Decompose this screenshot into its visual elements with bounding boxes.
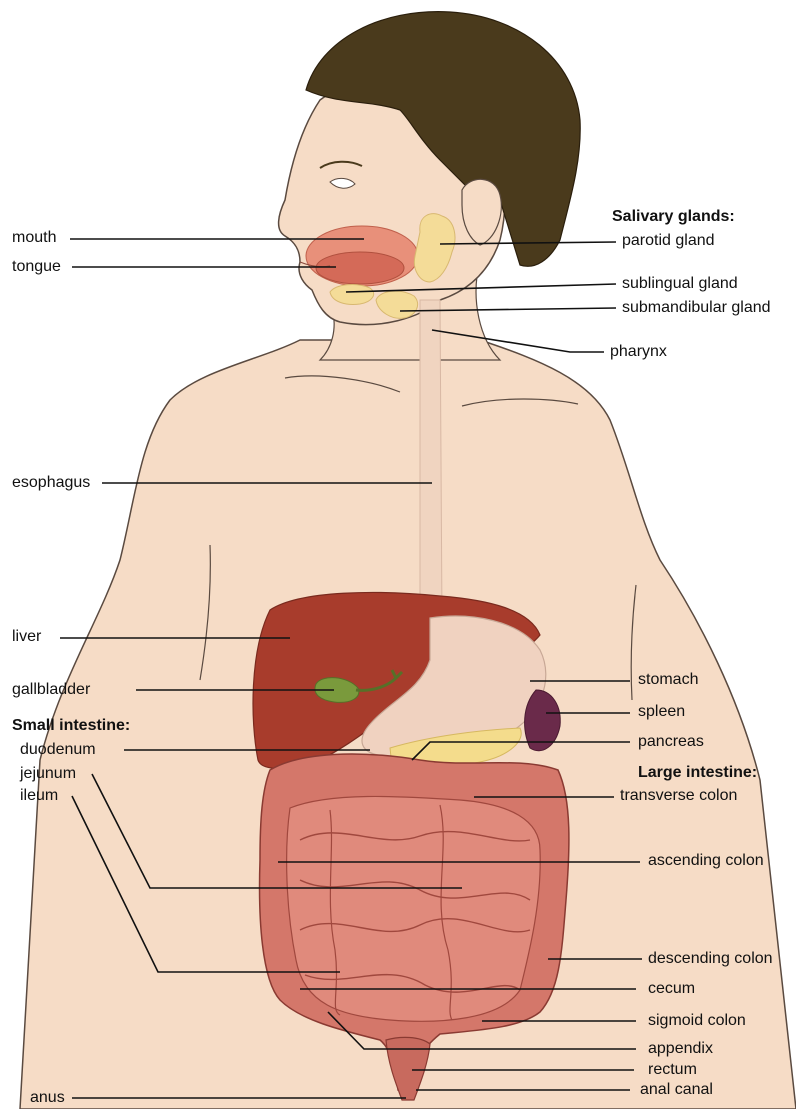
label-descending-colon: descending colon <box>648 950 773 968</box>
header-small-intestine: Small intestine: <box>12 717 130 735</box>
esophagus-tube <box>420 300 442 620</box>
label-liver: liver <box>12 628 41 646</box>
label-anus: anus <box>30 1089 65 1107</box>
small-intestine <box>287 796 541 1021</box>
label-gallbladder: gallbladder <box>12 681 90 699</box>
label-esophagus: esophagus <box>12 474 90 492</box>
label-pharynx: pharynx <box>610 343 667 361</box>
label-submandibular-gland: submandibular gland <box>622 299 771 317</box>
label-ileum: ileum <box>20 787 58 805</box>
header-large-intestine: Large intestine: <box>638 764 757 782</box>
tongue <box>316 252 404 284</box>
label-rectum: rectum <box>648 1061 697 1079</box>
header-salivary-glands: Salivary glands: <box>612 208 735 226</box>
label-transverse-colon: transverse colon <box>620 787 737 805</box>
label-parotid-gland: parotid gland <box>622 232 715 250</box>
label-sigmoid-colon: sigmoid colon <box>648 1012 746 1030</box>
label-anal-canal: anal canal <box>640 1081 713 1099</box>
label-stomach: stomach <box>638 671 698 689</box>
label-sublingual-gland: sublingual gland <box>622 275 738 293</box>
label-mouth: mouth <box>12 229 56 247</box>
label-pancreas: pancreas <box>638 733 704 751</box>
label-cecum: cecum <box>648 980 695 998</box>
label-spleen: spleen <box>638 703 685 721</box>
label-duodenum: duodenum <box>20 741 96 759</box>
label-ascending-colon: ascending colon <box>648 852 764 870</box>
label-tongue: tongue <box>12 258 61 276</box>
label-jejunum: jejunum <box>20 765 76 783</box>
label-appendix: appendix <box>648 1040 713 1058</box>
